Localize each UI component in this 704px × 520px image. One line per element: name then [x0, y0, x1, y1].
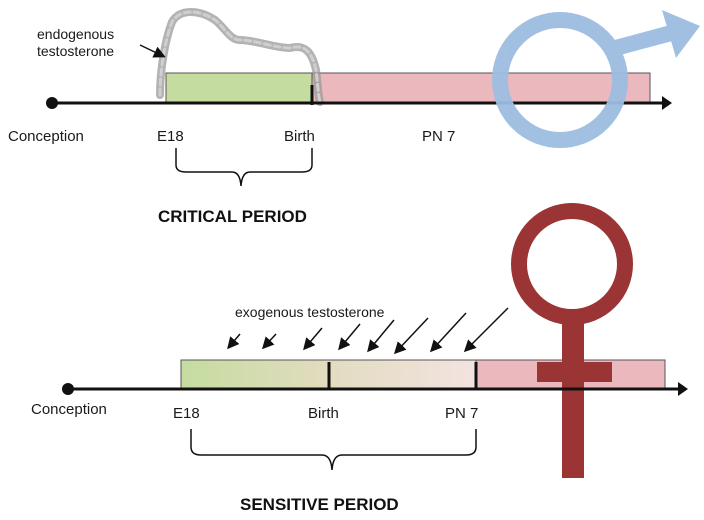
sensitive-period-title: SENSITIVE PERIOD	[240, 495, 399, 514]
male-symbol-icon	[492, 10, 700, 148]
critical-period-brace	[175, 148, 313, 187]
exogenous-arrows	[227, 307, 509, 355]
bottom-panel: exogenous testosterone Conception E18 Bi…	[31, 203, 688, 514]
exogenous-label: exogenous testosterone	[235, 304, 385, 320]
injection-arrow	[227, 333, 241, 350]
injection-arrow	[429, 312, 467, 353]
top-conception-dot	[46, 97, 58, 109]
injection-arrow	[261, 333, 277, 350]
bottom-conception-label: Conception	[31, 401, 107, 418]
injection-arrow	[393, 317, 429, 355]
endogenous-label-line2: testosterone	[37, 43, 114, 59]
bottom-conception-dot	[62, 383, 74, 395]
top-pn7-label: PN 7	[422, 128, 455, 145]
injection-arrow	[303, 327, 323, 351]
injection-arrow	[367, 319, 395, 353]
injection-arrow	[338, 323, 361, 351]
top-birth-label: Birth	[284, 128, 315, 145]
injection-arrow	[463, 307, 509, 353]
top-conception-label: Conception	[8, 128, 84, 145]
top-e18-label: E18	[157, 128, 184, 145]
female-symbol-icon	[511, 203, 633, 478]
endogenous-pointer-arrow	[139, 44, 166, 58]
bottom-birth-label: Birth	[308, 405, 339, 422]
postnatal-bar	[311, 72, 651, 104]
critical-period-bar	[165, 72, 313, 104]
sensitive-period-brace	[190, 429, 477, 471]
bottom-e18-label: E18	[173, 405, 200, 422]
endogenous-label-line1: endogenous	[37, 26, 114, 42]
bottom-pn7-label: PN 7	[445, 405, 478, 422]
critical-period-title: CRITICAL PERIOD	[158, 207, 307, 226]
top-panel: endogenous testosterone Conception E18 B…	[8, 8, 700, 226]
